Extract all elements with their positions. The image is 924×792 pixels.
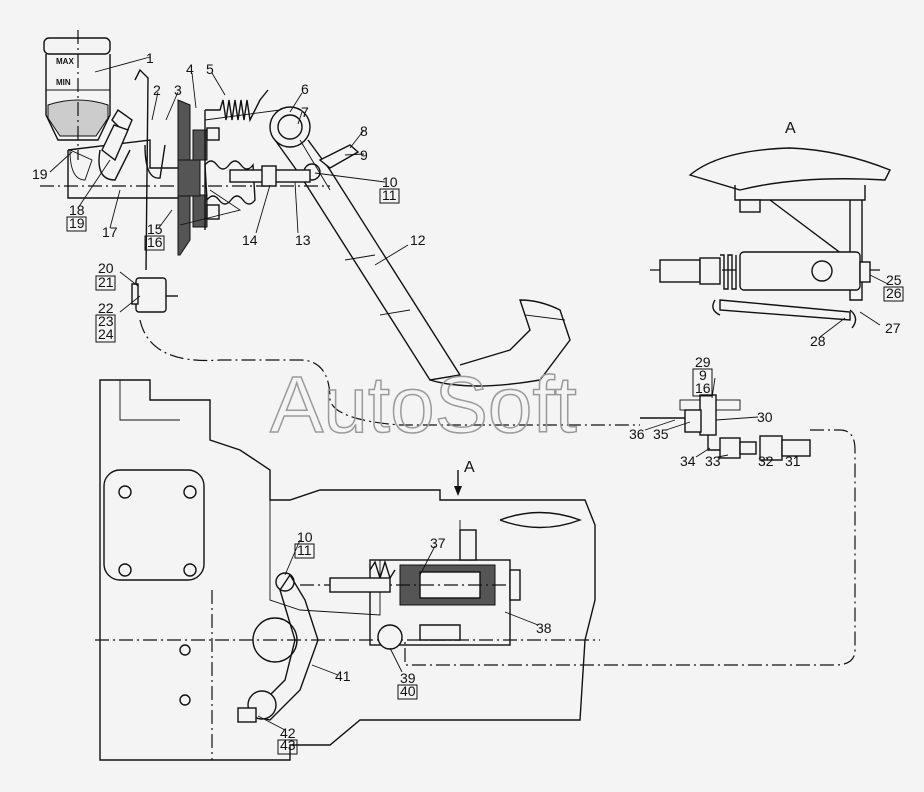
hydraulic-line-lower	[404, 429, 856, 666]
label-43: 43	[280, 737, 296, 753]
label-9-fitting: 9	[699, 367, 707, 383]
hydraulic-line-upper	[139, 319, 640, 426]
label-28: 28	[810, 333, 826, 349]
reservoir: MAX MIN	[43, 30, 111, 160]
label-24: 24	[98, 326, 114, 342]
leader-lines	[49, 56, 889, 731]
view-a-arrow-label: A	[464, 459, 475, 476]
label-9: 9	[360, 147, 368, 163]
label-13: 13	[295, 232, 311, 248]
label-33: 33	[705, 453, 721, 469]
label-6: 6	[301, 81, 309, 97]
part-labels: 1 2 3 4 5 6 7 8 9 10 11 12 13 14 15 16 1…	[32, 50, 904, 755]
label-37: 37	[430, 535, 446, 551]
view-a-detail	[650, 147, 891, 329]
label-39: 39	[400, 670, 416, 686]
label-16-fitting: 16	[695, 380, 711, 396]
view-a-title: A	[785, 120, 796, 137]
label-25: 25	[886, 272, 902, 288]
label-2: 2	[153, 82, 161, 98]
label-20: 20	[98, 260, 114, 276]
label-30: 30	[757, 409, 773, 425]
slave-cylinder	[300, 529, 521, 650]
label-16: 16	[147, 234, 163, 250]
label-11-lever: 11	[297, 542, 312, 558]
label-4: 4	[186, 61, 194, 77]
label-21: 21	[98, 274, 114, 290]
label-32: 32	[758, 453, 774, 469]
label-41: 41	[335, 668, 351, 684]
label-18: 18	[69, 202, 85, 218]
label-22: 22	[98, 300, 114, 316]
label-15: 15	[147, 221, 163, 237]
label-23: 23	[98, 313, 114, 329]
hose-fitting	[640, 394, 811, 461]
label-27: 27	[885, 320, 901, 336]
label-34: 34	[680, 453, 696, 469]
label-1: 1	[146, 50, 154, 66]
label-31: 31	[785, 453, 801, 469]
pedal-sensor	[131, 277, 178, 313]
clutch-pedal	[204, 106, 571, 387]
label-14: 14	[242, 232, 258, 248]
master-cylinder	[40, 68, 330, 271]
view-a-arrow	[454, 470, 462, 496]
label-8: 8	[360, 123, 368, 139]
label-40: 40	[400, 683, 416, 699]
label-3: 3	[174, 82, 182, 98]
label-11: 11	[382, 187, 397, 203]
release-lever	[237, 572, 319, 723]
label-10: 10	[382, 174, 398, 190]
label-42: 42	[280, 725, 296, 741]
mounting-flange	[177, 99, 256, 256]
label-35: 35	[653, 426, 669, 442]
watermark: AutoSoft	[270, 360, 577, 449]
label-5: 5	[206, 61, 214, 77]
return-spring	[205, 89, 269, 123]
gearbox-housing	[95, 379, 600, 761]
label-19: 19	[69, 215, 85, 231]
label-17: 17	[102, 224, 118, 240]
label-12: 12	[410, 232, 426, 248]
label-7: 7	[301, 104, 309, 120]
label-29: 29	[695, 354, 711, 370]
label-26: 26	[886, 285, 902, 301]
min-mark: MIN	[56, 78, 71, 87]
label-19-reservoir: 19	[32, 166, 48, 182]
max-mark: MAX	[56, 57, 74, 66]
label-38: 38	[536, 620, 552, 636]
label-36: 36	[629, 426, 645, 442]
label-10-lever: 10	[297, 529, 313, 545]
